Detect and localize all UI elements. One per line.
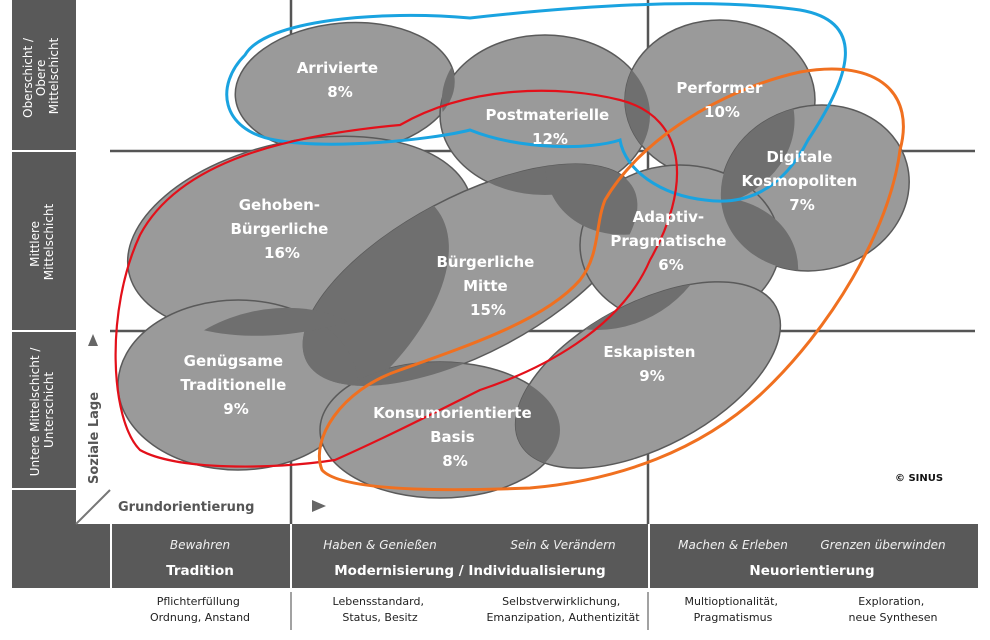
milieu-label-gehoben: Gehoben- Bürgerliche 16% <box>230 196 333 262</box>
milieu-label-konsum: Konsumorientierte Basis 8% <box>373 404 537 470</box>
outline-red-traditional-milieus <box>114 89 678 468</box>
copyright-notice: © SINUS <box>895 473 943 484</box>
y-band-lower-label: Untere Mittelschicht / Unterschicht <box>28 344 56 477</box>
x-axis-arrow-icon <box>312 500 326 512</box>
header-main-modernisierung: Modernisierung / Individualisierung <box>334 563 605 579</box>
values-grenzen: Exploration, neue Synthesen <box>849 595 938 624</box>
milieu-label-arrivierte: Arrivierte 8% <box>297 59 384 101</box>
y-band-divider <box>12 150 76 152</box>
milieu-label-genuegsam: Genügsame Traditionelle 9% <box>180 352 291 418</box>
milieu-label-postmaterielle: Postmaterielle 12% <box>486 106 615 148</box>
axis-diagonal <box>75 489 111 525</box>
values-tradition: Pflichterfüllung Ordnung, Anstand <box>150 595 250 624</box>
header-divider <box>290 524 292 588</box>
header-panel <box>12 524 978 588</box>
milieu-label-performer: Performer 10% <box>676 79 767 121</box>
milieu-label-digitale: Digitale Kosmopoliten 7% <box>741 148 862 214</box>
header-main-tradition: Tradition <box>166 563 234 579</box>
header-sub-grenzen: Grenzen überwinden <box>820 538 945 552</box>
y-band-divider <box>12 330 76 332</box>
values-haben: Lebensstandard, Status, Besitz <box>333 595 428 624</box>
y-band-upper-label: Oberschicht / Obere Mittelschicht <box>21 34 61 118</box>
orientation-header: Bewahren Haben & Genießen Sein & Verände… <box>166 538 946 579</box>
header-main-neuorientierung: Neuorientierung <box>749 563 874 579</box>
milieu-label-adaptiv: Adaptiv- Pragmatische 6% <box>610 208 731 274</box>
outline-blue-upper-milieus <box>225 2 847 203</box>
bottom-dividers <box>290 592 649 630</box>
values-machen: Multioptionalität, Pragmatismus <box>685 595 782 624</box>
y-band-middle-label: Mittlere Mittelschicht <box>28 203 56 280</box>
header-sub-machen: Machen & Erleben <box>678 538 788 552</box>
milieu-label-mitte: Bürgerliche Mitte 15% <box>436 253 539 319</box>
x-axis-title: Grundorientierung <box>118 500 254 515</box>
y-axis-title: Soziale Lage <box>87 392 102 484</box>
milieu-label-eskapisten: Eskapisten 9% <box>603 343 700 385</box>
header-divider <box>110 524 112 588</box>
milieu-labels: Arrivierte 8% Postmaterielle 12% Perform… <box>180 59 862 470</box>
header-sub-haben: Haben & Genießen <box>323 538 437 552</box>
header-sub-sein: Sein & Verändern <box>510 538 615 552</box>
header-divider <box>648 524 650 588</box>
y-axis-arrow-icon <box>88 334 98 346</box>
outline-orange-modern-milieus <box>317 67 905 492</box>
value-descriptions: Pflichterfüllung Ordnung, Anstand Lebens… <box>150 595 938 624</box>
y-band-divider <box>12 488 76 490</box>
header-sub-bewahren: Bewahren <box>170 538 230 552</box>
values-sein: Selbstverwirklichung, Emanzipation, Auth… <box>486 595 640 624</box>
